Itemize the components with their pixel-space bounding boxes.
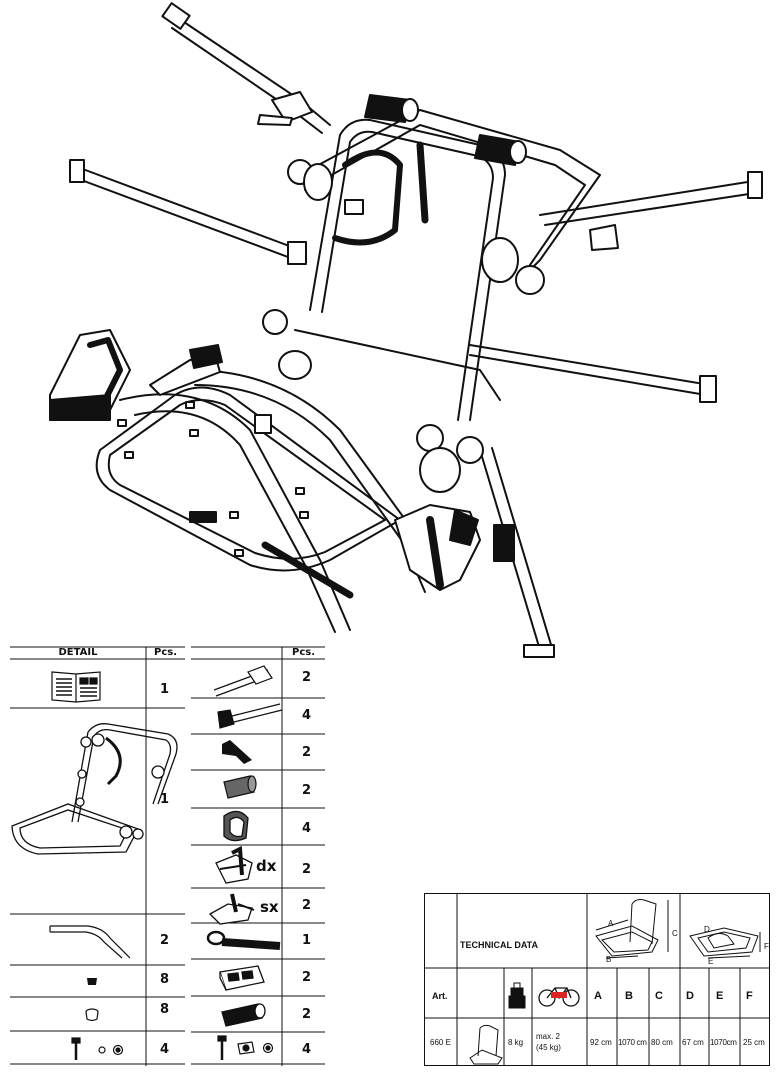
cap-icon [84,1008,100,1022]
qty-pad-block: 2 [302,970,312,985]
right-lower-strap [469,344,717,403]
wheel-holder-right [394,504,481,591]
suffix-sx: sx [260,898,279,916]
rubber-foot-icon [86,976,98,986]
col-header-e: E [716,990,724,1002]
rack-frame-icon [8,714,188,864]
wheel-holder-left-icon [208,890,258,926]
wheel-rails [119,369,441,633]
col-header-a: A [594,990,602,1002]
detail-header: DETAIL [58,647,98,658]
dim-label-f: F [764,942,769,951]
parts-table-right [191,646,325,1066]
top-left-strap [161,2,331,134]
col-header-c: C [655,990,663,1002]
qty-rubber-strap: 1 [302,933,312,948]
value-e: 1070cm [710,1038,737,1047]
qty-wheel-holder-dx: 2 [302,862,312,877]
upright-frame [299,109,601,421]
bolt-nut-washer-icon [66,1036,136,1062]
value-f: 25 cm [743,1038,765,1047]
col-header-d: D [686,990,694,1002]
dimension-diagram-side [592,896,678,964]
rubber-strap-icon [204,928,284,954]
value-c: 80 cm [651,1038,673,1047]
wheel-holder-center [149,344,223,396]
qty-rack-frame: 1 [160,792,170,807]
qty-bolt-nut-washer: 4 [160,1042,170,1057]
center-strap [332,141,429,246]
manual-icon [50,668,102,704]
end-cap-icon [220,774,260,802]
suffix-dx: dx [256,857,277,875]
wheel-rail-icon [48,920,138,960]
col-header-b: B [625,990,633,1002]
dimension-diagram-folded [684,922,764,962]
pcs-header-right: Pcs. [291,647,315,658]
wheel-holder-left [49,329,131,421]
parts-table-left [10,646,185,1066]
foam-grip-icon [218,1000,268,1030]
dim-label-a: A [608,919,614,928]
rubber-feet [117,401,309,557]
capacity-value: max. 2 (45 kg) [536,1032,561,1052]
qty-strap-hook: 4 [302,708,312,723]
left-strap [69,159,307,265]
dim-label-d: D [704,925,710,934]
qty-clamp: 4 [302,821,312,836]
qty-wheel-holder-sx: 2 [302,898,312,913]
qty-end-cap: 2 [302,783,312,798]
value-a: 92 cm [590,1038,612,1047]
weight-icon [506,982,528,1010]
rack-thumbnail-icon [468,1022,506,1066]
bike-icon [537,984,581,1008]
col-header-f: F [746,990,753,1002]
clip-icon [218,738,254,766]
dim-label-e: E [708,957,714,966]
qty-strap-buckle: 2 [302,670,312,685]
qty-wheel-rail: 2 [160,933,170,948]
qty-cap: 8 [160,1002,170,1017]
rubber-strap-main [261,541,354,599]
bolt-knob-icon [212,1034,282,1062]
qty-clip: 2 [302,745,312,760]
art-label: Art. [432,991,448,1001]
technical-data-table [424,893,770,1067]
qty-rubber-foot: 8 [160,972,170,987]
dim-label-c: C [672,929,678,938]
bike-rack-illustration [49,2,763,658]
pcs-header-left: Pcs. [153,647,177,658]
right-strap [539,171,763,251]
strap-buckle-icon [212,664,282,698]
value-b: 1070 cm [618,1038,647,1047]
qty-bolt-knob: 4 [302,1042,312,1057]
value-d: 67 cm [682,1038,704,1047]
strap-hook-icon [214,702,284,732]
clamp-icon [218,808,258,844]
weight-value: 8 kg [508,1038,524,1047]
qty-foam-grip: 2 [302,1007,312,1022]
art-value: 660 E [430,1038,451,1047]
technical-data-title: TECHNICAL DATA [460,940,538,950]
qty-manual: 1 [160,682,170,697]
dim-label-b: B [606,955,612,964]
bottom-strap [479,447,555,658]
frame-knobs [262,159,545,493]
pad-block-icon [218,962,266,994]
bar-pads [364,94,527,166]
wheel-holder-right-icon [212,845,256,887]
